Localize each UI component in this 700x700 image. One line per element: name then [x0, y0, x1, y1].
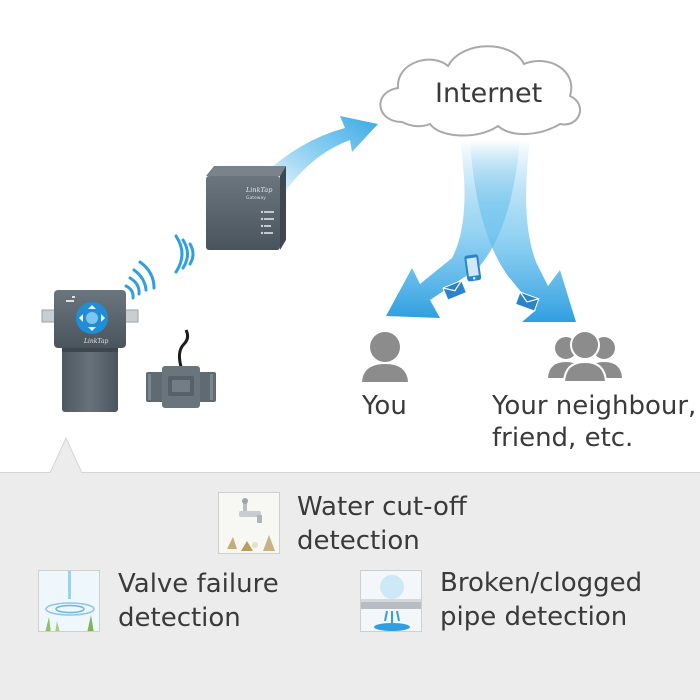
leaking-pipe-thumbnail — [360, 570, 422, 632]
you-label: You — [362, 391, 407, 421]
notification-arrows — [386, 140, 576, 322]
wifi-signal-icon — [174, 234, 195, 274]
wifi-signal-icon — [124, 260, 156, 300]
gateway-model-text: Gateway — [246, 195, 266, 201]
internet-label: Internet — [435, 78, 543, 109]
faucet-dry-thumbnail — [218, 492, 280, 554]
email-icon — [514, 291, 540, 312]
valve-brand-text: LinkTap — [83, 338, 109, 345]
feature-water-cutoff-line2: detection — [297, 526, 420, 556]
feature-broken-pipe-line2: pipe detection — [440, 602, 628, 632]
feature-broken-pipe-line1: Broken/clogged — [440, 568, 643, 598]
email-icon — [442, 279, 468, 301]
flow-meter-device — [146, 329, 216, 408]
internet-cloud — [379, 45, 581, 137]
feature-water-cutoff-line1: Water cut-off — [297, 492, 467, 522]
valve-controller-device: LinkTap — [41, 290, 139, 412]
detection-features-panel — [0, 472, 700, 700]
group-icon — [548, 330, 622, 383]
gateway-brand-text: LinkTap — [245, 186, 273, 194]
water-drop-ripple-thumbnail — [38, 570, 100, 632]
person-icon — [362, 332, 408, 382]
neighbour-label-line1: Your neighbour, — [492, 391, 697, 421]
smartphone-icon — [464, 254, 482, 282]
gateway-device: LinkTap Gateway — [206, 166, 286, 250]
feature-valve-failure-line2: detection — [118, 603, 241, 633]
uplink-arrow — [262, 116, 378, 196]
feature-valve-failure-line1: Valve failure — [118, 569, 279, 599]
neighbour-label-line2: friend, etc. — [492, 423, 634, 453]
